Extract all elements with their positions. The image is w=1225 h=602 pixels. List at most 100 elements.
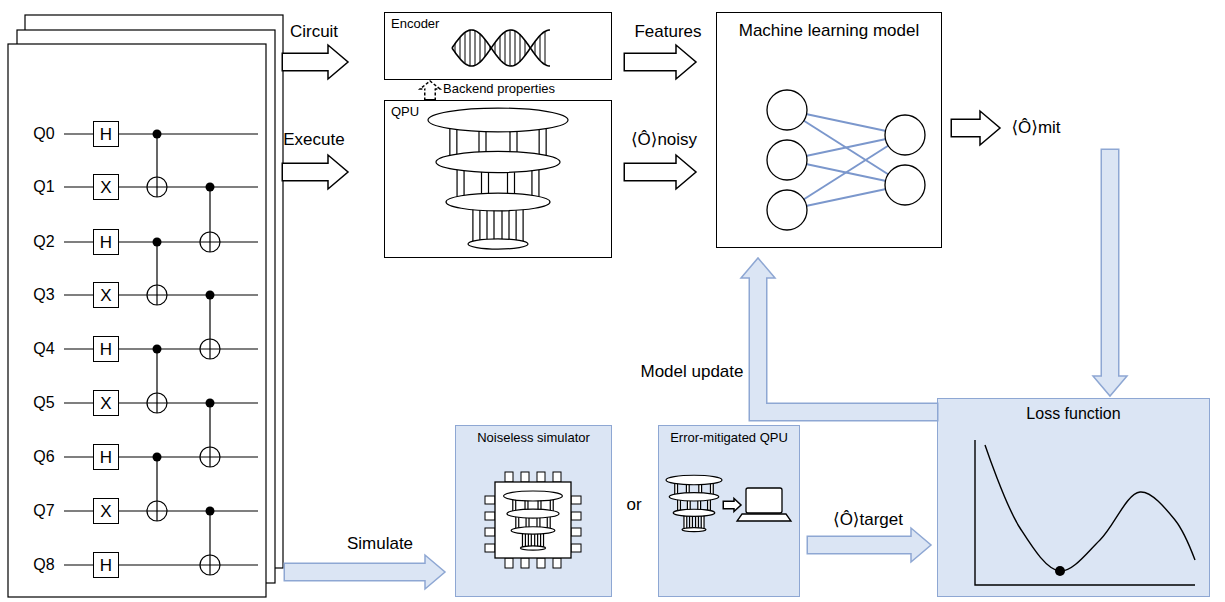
box-fill (93, 174, 119, 200)
arrow-shaft-fill (426, 87, 435, 99)
flow-arrow (807, 528, 932, 562)
cnot-line (209, 187, 210, 252)
simulate-arrow (284, 555, 446, 589)
network-neuron (767, 140, 807, 180)
cnot-control (153, 345, 162, 354)
box-fill (716, 12, 942, 248)
flow-arrow (624, 155, 697, 189)
box-text: X (100, 503, 111, 520)
helix-rung (510, 30, 511, 66)
arrow-head (741, 258, 775, 278)
cnot-line (156, 457, 157, 521)
box-text: X (100, 287, 111, 304)
chandelier-plate (669, 493, 719, 501)
chip-pin (485, 528, 495, 536)
cnot-control (153, 453, 162, 462)
chip-pin (553, 558, 561, 568)
gate-box: X (93, 174, 119, 200)
chip-pin (571, 544, 581, 552)
helix-rung (460, 37, 461, 59)
chip-pin (521, 558, 529, 568)
box-fill (93, 282, 119, 308)
chip-body (495, 482, 571, 558)
qubit-label: Q2 (33, 232, 54, 251)
box-text: QPU (391, 104, 419, 120)
flow-label: Execute (283, 130, 344, 150)
arrow-head (676, 155, 696, 189)
qubit-label: Q3 (33, 285, 54, 304)
qpu-chandelier (666, 475, 722, 531)
qubit-label: Q0 (33, 124, 54, 143)
circuit-wires (64, 130, 258, 576)
plot-axes (975, 440, 1195, 585)
helix-rung (465, 32, 466, 63)
box-fill (937, 398, 1210, 597)
helix-rung (475, 31, 476, 66)
target-box: Error-mitigated QPU (658, 425, 800, 597)
cnot-target (147, 285, 167, 305)
edge-label: ⟨Ô⟩target (833, 510, 903, 530)
gate-box: H (93, 121, 119, 147)
edge-label: Model update (640, 362, 743, 382)
helix-rung (540, 35, 541, 60)
chandelier-plate (682, 528, 706, 532)
chandelier-plate (436, 151, 560, 172)
loss-curve (985, 445, 1195, 571)
arrow-shaft-fill (808, 537, 913, 553)
chip-pin (485, 544, 495, 552)
box-fill (384, 12, 612, 80)
qubit-label: Q6 (33, 447, 54, 466)
box-fill (93, 390, 119, 416)
arrow-shaft-outline (758, 278, 939, 412)
chandelier-plate (504, 491, 563, 501)
arrow-shaft-fill (285, 564, 427, 580)
panel-box: Encoder (384, 12, 612, 80)
chandelier-plate (520, 546, 545, 550)
arrow-head (328, 155, 348, 189)
arrow-shaft-fill (1102, 150, 1118, 378)
helix-rung (505, 32, 506, 64)
cnot-target (147, 501, 167, 521)
chip-pin (571, 496, 581, 504)
network-neuron (885, 165, 925, 205)
arrow-shaft-fill (625, 164, 678, 180)
flow-arrow (624, 45, 697, 79)
box-fill (93, 336, 119, 362)
chip-pin (485, 512, 495, 520)
helix-rung (470, 30, 471, 66)
flow-arrow (741, 258, 939, 412)
flow-label: ⟨Ô⟩mit (1011, 118, 1060, 138)
box-text: Loss function (1026, 404, 1120, 423)
flow-label: or (626, 495, 641, 515)
qubit-label: Q5 (33, 393, 54, 412)
arrow-head (676, 45, 696, 79)
box-fill (384, 100, 612, 258)
qubit-label: Q7 (33, 501, 54, 520)
arrow-shaft-fill (724, 502, 736, 508)
chandelier-plate (446, 193, 550, 211)
minimum-dot (1055, 566, 1065, 576)
arrow-shaft-fill (283, 54, 330, 70)
box-text: H (100, 449, 112, 466)
gate-box: X (93, 390, 119, 416)
box-text: H (100, 341, 112, 358)
target-box: Noiseless simulator (455, 425, 612, 597)
chandelier-plate (468, 239, 528, 249)
qubit-label: Q1 (33, 177, 54, 196)
cnot-target (147, 177, 167, 197)
flow-label: Circuit (290, 22, 338, 42)
network-link (787, 135, 905, 210)
box-fill (455, 425, 612, 597)
edge-label: ⟨Ô⟩noisy (631, 130, 697, 150)
network-link (787, 110, 905, 185)
arrow-head (1093, 376, 1127, 396)
cnot-target (200, 555, 220, 575)
arrow-shaft-fill (283, 164, 330, 180)
chip-pin (571, 528, 581, 536)
helix-rung (480, 34, 481, 62)
box-fill (93, 229, 119, 255)
box-fill (658, 425, 800, 597)
box-text: Noiseless simulator (477, 430, 590, 446)
